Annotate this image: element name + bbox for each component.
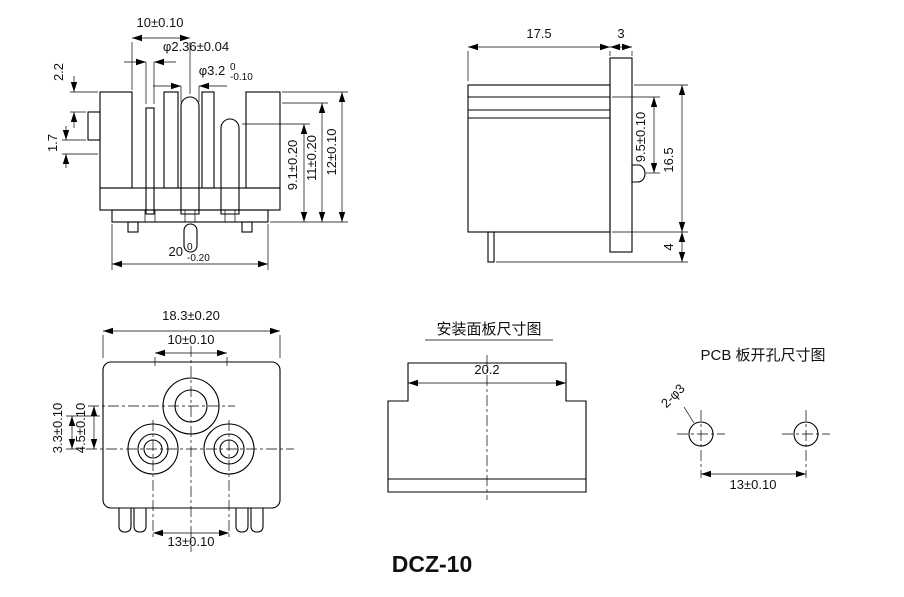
side-dimensions: 17.5 3 9.5±0.10 16.5 4: [467, 26, 688, 263]
panel-outline: [387, 362, 587, 493]
pcb-hole-left: [688, 421, 714, 447]
center-oblong-boss: [183, 223, 198, 253]
dim-front-v2-label: 4.5±0.10: [73, 403, 88, 454]
dim-flange-label: 3: [617, 26, 624, 41]
front-body-outline: [102, 361, 281, 509]
dim-width-tol-bot: -0.20: [187, 253, 210, 264]
foot-stub-left: [127, 221, 139, 233]
dim-front-v1-label: 3.3±0.10: [50, 403, 65, 454]
section-pins: [145, 96, 240, 215]
pin-center: [180, 96, 200, 215]
dim-notch-label: 1.7: [45, 134, 60, 152]
dim-h2-label: 11±0.20: [304, 135, 319, 181]
dim-feet-label: 13±0.10: [168, 534, 215, 549]
dim-cutout-label: 20.2: [474, 362, 499, 377]
dim-height-label: 16.5: [661, 147, 676, 172]
dim-front-width-label: 18.3±0.20: [162, 308, 220, 323]
section-dimensions: 10±0.10 φ2.36±0.04 φ3.2 0 -0.10 2.2: [45, 15, 348, 270]
foot-stub-right: [241, 221, 253, 233]
section-terminal-slots: [144, 209, 236, 223]
pcb-centerlines: [677, 410, 830, 478]
dim-depth-label: 17.5: [526, 26, 551, 41]
side-body: [467, 57, 646, 263]
dim-pin-height-label: 9.5±0.10: [633, 112, 648, 163]
left-socket-outer: [127, 423, 179, 475]
left-socket-mid: [137, 433, 169, 465]
front-view: 18.3±0.20 10±0.10 3.3±0.10 4.5±0.10 13±0…: [50, 308, 294, 552]
dim-pitch-label: 10±0.10: [137, 15, 184, 30]
left-socket-inner: [143, 439, 163, 459]
pcb-hole-right: [793, 421, 819, 447]
side-mount-plate: [609, 57, 633, 253]
dim-h3-label: 12±0.10: [324, 129, 339, 176]
dim-step-label: 2.2: [51, 63, 66, 81]
front-feet: [118, 508, 264, 533]
top-socket-inner: [174, 389, 208, 423]
dim-pin-dia-label: φ2.36±0.04: [163, 39, 229, 54]
front-body: [102, 361, 281, 533]
pin-small: [145, 107, 155, 215]
front-dimensions: 18.3±0.20 10±0.10 3.3±0.10 4.5±0.10 13±0…: [50, 308, 281, 549]
drawing-title: DCZ-10: [392, 551, 473, 577]
dim-width-tol-top: 0: [187, 242, 193, 253]
top-socket-outer: [162, 377, 220, 435]
dim-h1-label: 9.1±0.20: [285, 140, 300, 191]
pcb-view-title: PCB 板开孔尺寸图: [700, 346, 825, 364]
dim-leg-label: 4: [661, 243, 676, 250]
panel-view-title: 安装面板尺寸图: [436, 320, 541, 338]
dim-front-inner-label: 10±0.10: [168, 332, 215, 347]
dim-hole-tol-top: 0: [230, 62, 236, 73]
dim-hole-dia-label: φ3.2: [199, 63, 226, 78]
panel-cutout-view: 安装面板尺寸图 20.2: [387, 320, 587, 500]
section-bottom-features: [127, 221, 253, 253]
dim-pcb-pitch-label: 13±0.10: [730, 477, 777, 492]
right-socket-inner: [219, 439, 239, 459]
right-socket-mid: [213, 433, 245, 465]
pin-right: [220, 118, 240, 215]
section-view: 10±0.10 φ2.36±0.04 φ3.2 0 -0.10 2.2: [45, 15, 348, 270]
dim-hole-tol-bot: -0.10: [230, 72, 253, 83]
side-leg: [487, 231, 495, 263]
side-jack-nub: [631, 164, 646, 183]
side-view: 17.5 3 9.5±0.10 16.5 4: [467, 26, 688, 263]
dim-width-label: 20: [169, 244, 183, 259]
right-socket-outer: [203, 423, 255, 475]
